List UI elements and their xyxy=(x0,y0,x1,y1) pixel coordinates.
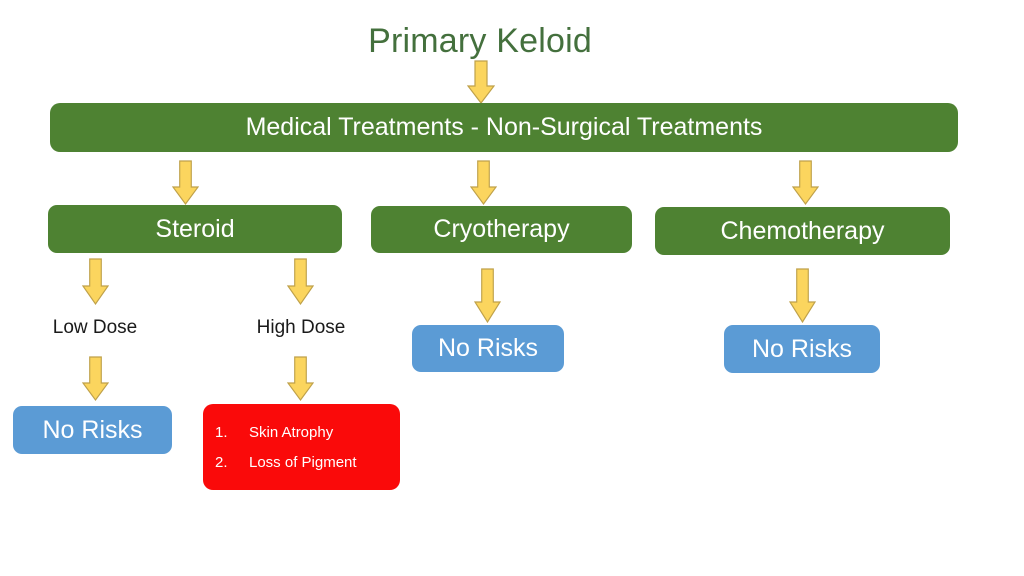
page-title: Primary Keloid xyxy=(368,21,592,60)
down-arrow-icon xyxy=(172,160,199,205)
main-treatments-bar[interactable]: Medical Treatments - Non-Surgical Treatm… xyxy=(50,103,958,152)
outcome-box-chemotherapy-no-risks[interactable]: No Risks xyxy=(724,325,880,373)
down-arrow-icon xyxy=(467,60,495,104)
dose-label-low: Low Dose xyxy=(52,317,138,338)
treatment-box-steroid[interactable]: Steroid xyxy=(48,205,342,253)
down-arrow-icon xyxy=(287,258,314,305)
down-arrow-icon xyxy=(82,356,109,401)
list-item: 1. Skin Atrophy xyxy=(203,418,400,448)
down-arrow-icon xyxy=(792,160,819,205)
treatment-box-cryotherapy[interactable]: Cryotherapy xyxy=(371,206,632,253)
down-arrow-icon xyxy=(82,258,109,305)
down-arrow-icon xyxy=(287,356,314,401)
treatment-box-chemotherapy[interactable]: Chemotherapy xyxy=(655,207,950,255)
down-arrow-icon xyxy=(470,160,497,205)
risk-item-text: Loss of Pigment xyxy=(249,454,357,471)
list-item: 2. Loss of Pigment xyxy=(203,448,400,478)
dose-label-high: High Dose xyxy=(256,317,346,338)
risk-box-high-dose[interactable]: 1. Skin Atrophy 2. Loss of Pigment xyxy=(203,404,400,490)
outcome-box-low-dose-no-risks[interactable]: No Risks xyxy=(13,406,172,454)
risk-item-number: 1. xyxy=(215,424,228,441)
outcome-box-cryotherapy-no-risks[interactable]: No Risks xyxy=(412,325,564,372)
down-arrow-icon xyxy=(789,268,816,323)
down-arrow-icon xyxy=(474,268,501,323)
risk-item-text: Skin Atrophy xyxy=(249,424,334,441)
risk-item-number: 2. xyxy=(215,454,228,471)
